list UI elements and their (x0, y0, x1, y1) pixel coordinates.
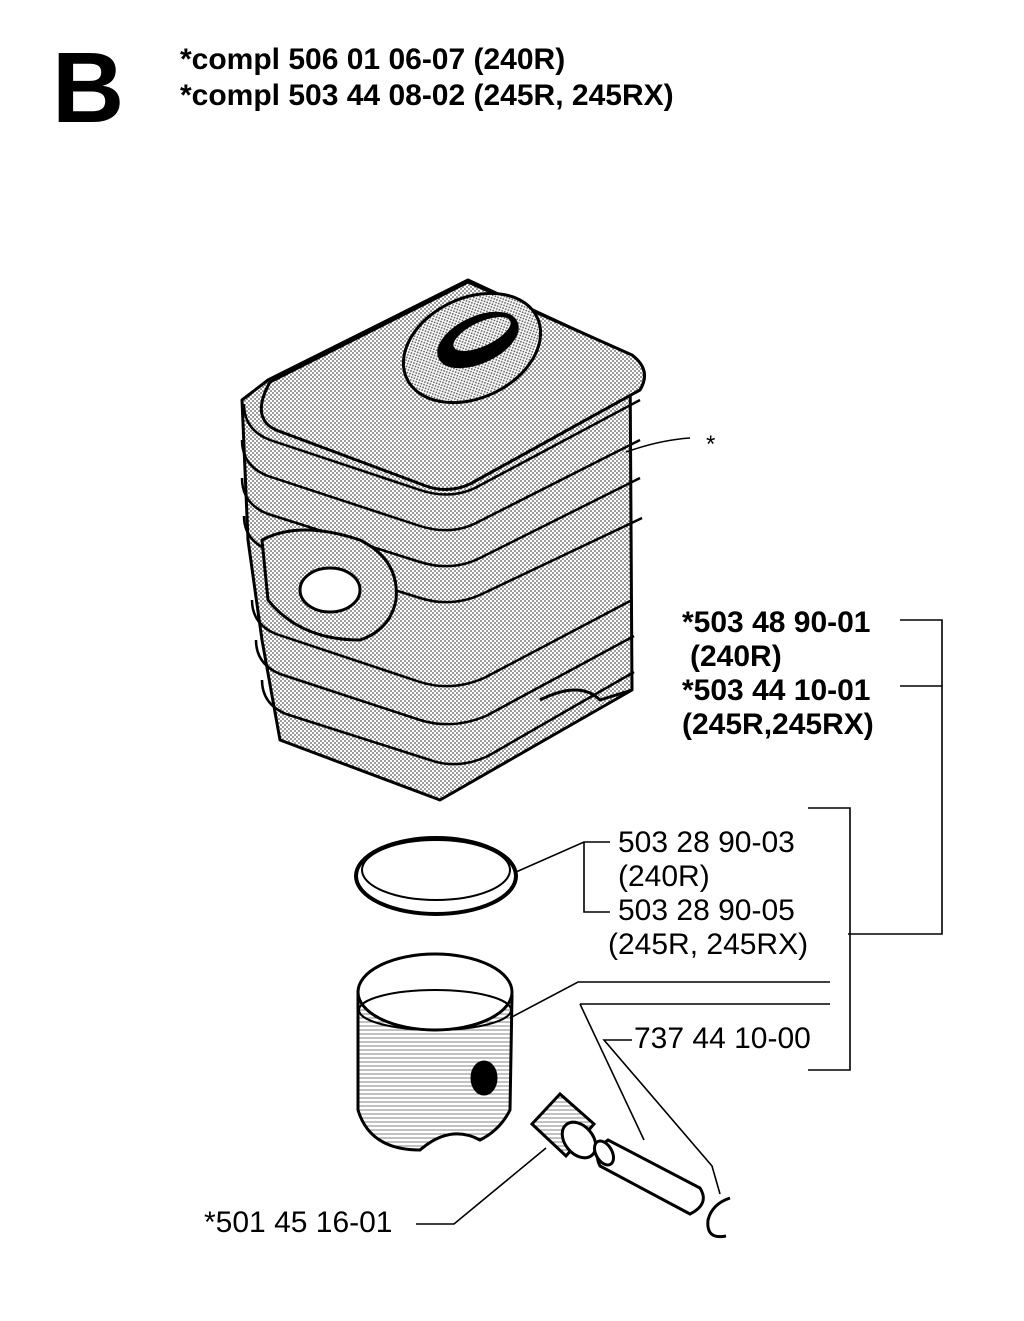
circlip-part-number: 737 44 10-00 (634, 1022, 811, 1055)
ring-245-part-number: 503 28 90-05 (618, 894, 795, 927)
cylinder-drawing (240, 278, 646, 802)
header-assembly-240r: *compl 506 01 06-07 (240R) (180, 43, 566, 76)
header-assembly-245r: *compl 503 44 08-02 (245R, 245RX) (180, 79, 674, 112)
cylinder-245-model: (245R,245RX) (682, 708, 874, 741)
needle-bearing-part-number: *501 45 16-01 (204, 1206, 393, 1239)
cylinder-240r-model: (240R) (690, 640, 782, 673)
asterisk-label: * (706, 431, 716, 458)
cylinder-245-part-number: *503 44 10-01 (682, 674, 871, 707)
ring-240r-part-number: 503 28 90-03 (618, 826, 795, 859)
cylinder-240r-part-number: *503 48 90-01 (682, 606, 871, 639)
ring-240r-model: (240R) (618, 860, 710, 893)
piston-ring-drawing (354, 836, 518, 916)
section-letter: B (52, 32, 125, 144)
piston-drawing (356, 952, 514, 1152)
needle-bearing-drawing (529, 1091, 598, 1160)
ring-245-model: (245R, 245RX) (608, 928, 809, 961)
circlip-drawing (706, 1196, 731, 1239)
piston-pin-drawing (593, 1138, 705, 1216)
